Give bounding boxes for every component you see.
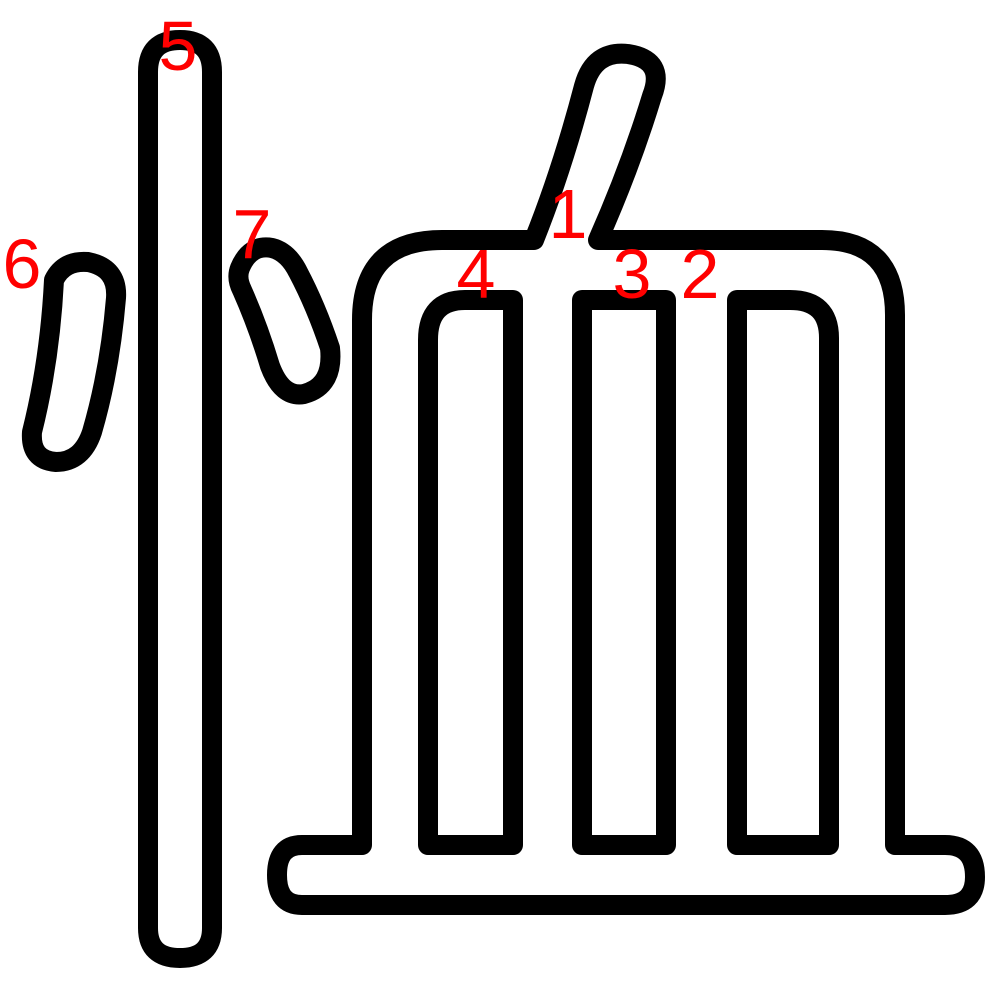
stroke-number-6: 6 <box>3 225 42 303</box>
stroke-number-4: 4 <box>457 235 496 313</box>
stroke-number-7: 7 <box>233 195 272 273</box>
stroke-5-vertical-bar <box>138 30 222 968</box>
stroke-number-1: 1 <box>549 175 588 253</box>
stroke-6-left-dot <box>21 251 127 472</box>
stroke-number-3: 3 <box>613 235 652 313</box>
stroke-number-2: 2 <box>681 235 720 313</box>
stroke-7-right-dot <box>228 237 341 405</box>
stroke-number-5: 5 <box>159 7 198 85</box>
stroke-1-2-3-4-enclosure <box>267 43 985 915</box>
